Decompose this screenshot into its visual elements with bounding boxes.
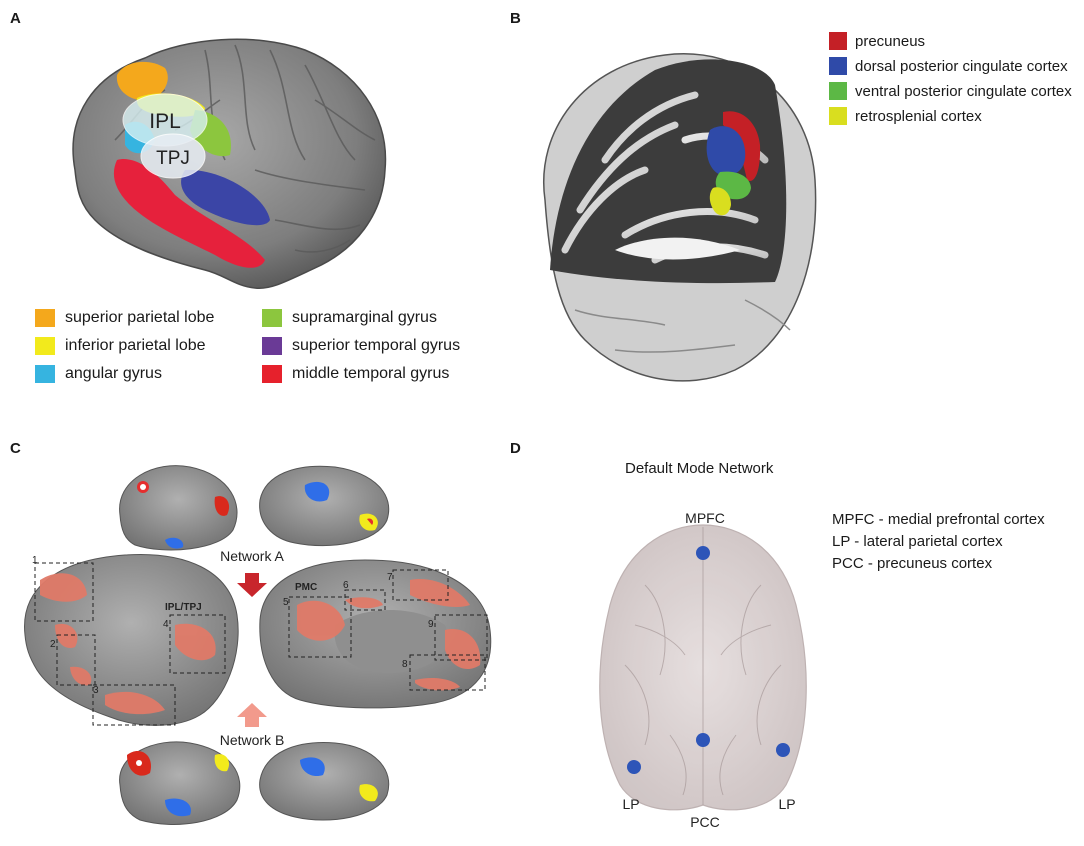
legend-label: precuneus bbox=[855, 32, 926, 50]
lower-folds bbox=[574, 299, 791, 353]
legend-label: inferior parietal lobe bbox=[65, 337, 206, 354]
legend-swatch bbox=[829, 57, 847, 75]
legend-a-item: angular gyrus bbox=[35, 364, 162, 384]
dmn-definition: MPFC - medial prefrontal cortex bbox=[832, 511, 1045, 528]
legend-b-item: dorsal posterior cingulate cortex bbox=[829, 56, 1068, 76]
panel-c-letter: C bbox=[10, 440, 21, 457]
box-number-2: 2 bbox=[50, 639, 56, 650]
legend-label: superior temporal gyrus bbox=[292, 337, 461, 354]
legend-label: supramarginal gyrus bbox=[292, 309, 437, 326]
medial-brain-cutaway-illustration bbox=[543, 53, 817, 382]
box-number-8: 8 bbox=[402, 659, 408, 670]
legend-label: dorsal posterior cingulate cortex bbox=[855, 57, 1068, 75]
legend-a-item: superior temporal gyrus bbox=[262, 336, 460, 356]
large-lateral-boxes bbox=[34, 562, 226, 726]
legend-label: superior parietal lobe bbox=[65, 309, 215, 326]
lateral-brain-illustration: IPL TPJ bbox=[72, 38, 387, 290]
legend-b-item: precuneus bbox=[829, 31, 925, 51]
lp-left-label: LP bbox=[622, 796, 639, 812]
panel-b-letter: B bbox=[510, 10, 521, 27]
box-number-7: 7 bbox=[387, 572, 393, 583]
tpj-oval bbox=[140, 133, 206, 179]
network-b-medial-hotspots bbox=[300, 757, 378, 802]
network-b-arrow bbox=[237, 703, 267, 727]
legend-swatch bbox=[262, 309, 282, 327]
pmc-label: PMC bbox=[295, 582, 317, 593]
legend-a-item: superior parietal lobe bbox=[35, 308, 214, 328]
dmn-title: Default Mode Network bbox=[625, 460, 774, 477]
dmn-definition: PCC - precuneus cortex bbox=[832, 555, 993, 572]
legend-a-item: inferior parietal lobe bbox=[35, 336, 206, 356]
medial-wall bbox=[334, 610, 448, 674]
legend-b-item: ventral posterior cingulate cortex bbox=[829, 81, 1072, 101]
large-medial-boxes bbox=[288, 569, 488, 691]
box-number-4: 4 bbox=[163, 619, 169, 630]
network-a-arrow bbox=[237, 573, 267, 597]
corpus-callosum bbox=[615, 237, 740, 260]
panel-a-letter: A bbox=[10, 10, 21, 27]
glass-brain-folds bbox=[624, 527, 782, 805]
box-number-9: 9 bbox=[428, 619, 434, 630]
box-number-5: 5 bbox=[283, 597, 289, 608]
network-b-label: Network B bbox=[220, 732, 285, 748]
network-b-lateral-hotspots bbox=[127, 751, 230, 817]
box-number-6: 6 bbox=[343, 580, 349, 591]
lp-right-label: LP bbox=[778, 796, 795, 812]
legend-a-item: middle temporal gyrus bbox=[262, 364, 449, 384]
retrosplenial-region bbox=[709, 187, 731, 216]
box-number-3: 3 bbox=[93, 685, 99, 696]
network-surface-maps: Network A 1 2 3 4 IPL/TPJ 5 6 7 8 9 PMC bbox=[24, 465, 492, 825]
middle-temporal-region bbox=[113, 159, 265, 268]
network-a-label: Network A bbox=[220, 548, 284, 564]
legend-label: retrosplenial cortex bbox=[855, 107, 982, 125]
legend-swatch bbox=[35, 337, 55, 355]
legend-swatch bbox=[35, 365, 55, 383]
ipl-tpj-label: IPL/TPJ bbox=[165, 602, 202, 613]
network-b-medial-small bbox=[259, 742, 390, 821]
legend-label: middle temporal gyrus bbox=[292, 365, 450, 382]
legend-swatch bbox=[262, 337, 282, 355]
glass-brain-illustration: MPFC LP LP PCC bbox=[599, 510, 807, 830]
box-number-1: 1 bbox=[32, 555, 38, 566]
legend-swatch bbox=[829, 32, 847, 50]
network-a-medial-small bbox=[259, 465, 390, 547]
legend-swatch bbox=[35, 309, 55, 327]
dorsal-pcc-region bbox=[706, 126, 746, 176]
network-a-lateral-hotspots bbox=[137, 481, 230, 549]
legend-swatch bbox=[262, 365, 282, 383]
superior-parietal-region bbox=[116, 61, 168, 101]
dmn-definition: LP - lateral parietal cortex bbox=[832, 533, 1003, 550]
network-a-lateral-small bbox=[119, 465, 238, 551]
ipl-label: IPL bbox=[149, 110, 181, 133]
mpfc-node bbox=[696, 546, 710, 560]
pcc-label: PCC bbox=[690, 814, 720, 830]
large-lateral-activations bbox=[40, 573, 216, 715]
pcc-node bbox=[696, 733, 710, 747]
superior-temporal-region bbox=[181, 169, 270, 226]
network-a-medial-hotspots bbox=[304, 481, 378, 531]
legend-swatch bbox=[829, 82, 847, 100]
panel-d-letter: D bbox=[510, 440, 521, 457]
mpfc-label: MPFC bbox=[685, 510, 725, 526]
legend-label: angular gyrus bbox=[65, 365, 162, 382]
legend-swatch bbox=[829, 107, 847, 125]
legend-b-item: retrosplenial cortex bbox=[829, 106, 982, 126]
lp-right-node bbox=[776, 743, 790, 757]
legend-label: ventral posterior cingulate cortex bbox=[855, 82, 1072, 100]
legend-a-item: supramarginal gyrus bbox=[262, 308, 437, 328]
tpj-label: TPJ bbox=[156, 148, 190, 169]
lp-left-node bbox=[627, 760, 641, 774]
